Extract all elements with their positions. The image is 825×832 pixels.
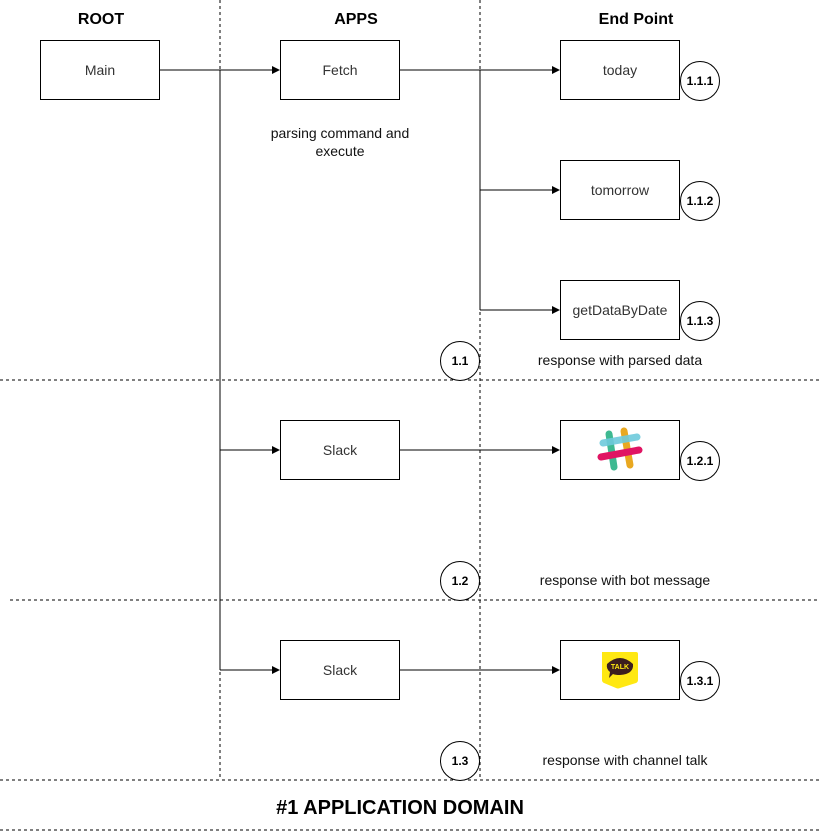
node-slack-label: Slack	[322, 442, 358, 458]
note-fetch-description: parsing command and execute	[270, 125, 410, 159]
node-today-label: today	[602, 62, 638, 78]
badge-1-3: 1.3	[440, 741, 480, 781]
node-today: today	[560, 40, 680, 100]
badge-1-1-1: 1.1.1	[680, 61, 720, 101]
badge-1-1-2: 1.1.2	[680, 181, 720, 221]
node-main: Main	[40, 40, 160, 100]
node-main-label: Main	[84, 62, 116, 78]
diagram-title: #1 APPLICATION DOMAIN	[276, 797, 524, 819]
badge-1-1-3: 1.1.3	[680, 301, 720, 341]
node-slack-2: Slack	[280, 640, 400, 700]
node-tomorrow-label: tomorrow	[590, 182, 650, 198]
note-response-parsed-data: response with parsed data	[537, 352, 703, 368]
header-root: ROOT	[77, 11, 125, 28]
kakaotalk-logo-icon: TALK	[602, 652, 638, 689]
badge-1-2-1: 1.2.1	[680, 441, 720, 481]
badge-1-2: 1.2	[440, 561, 480, 601]
node-slack: Slack	[280, 420, 400, 480]
note-response-channel-talk: response with channel talk	[542, 752, 708, 768]
node-slack-endpoint	[560, 420, 680, 480]
slack-logo-icon	[597, 427, 643, 471]
header-endpoint: End Point	[598, 11, 674, 28]
badge-1-3-1: 1.3.1	[680, 661, 720, 701]
node-getdatabydate-label: getDataByDate	[572, 302, 668, 318]
svg-text:TALK: TALK	[611, 664, 629, 671]
node-getdatabydate: getDataByDate	[560, 280, 680, 340]
node-tomorrow: tomorrow	[560, 160, 680, 220]
note-response-bot-message: response with bot message	[539, 572, 711, 588]
badge-1-1: 1.1	[440, 341, 480, 381]
node-fetch-label: Fetch	[322, 62, 358, 78]
node-fetch: Fetch	[280, 40, 400, 100]
node-kakaotalk-endpoint: TALK	[560, 640, 680, 700]
header-apps: APPS	[334, 11, 378, 28]
node-slack-2-label: Slack	[322, 662, 358, 678]
